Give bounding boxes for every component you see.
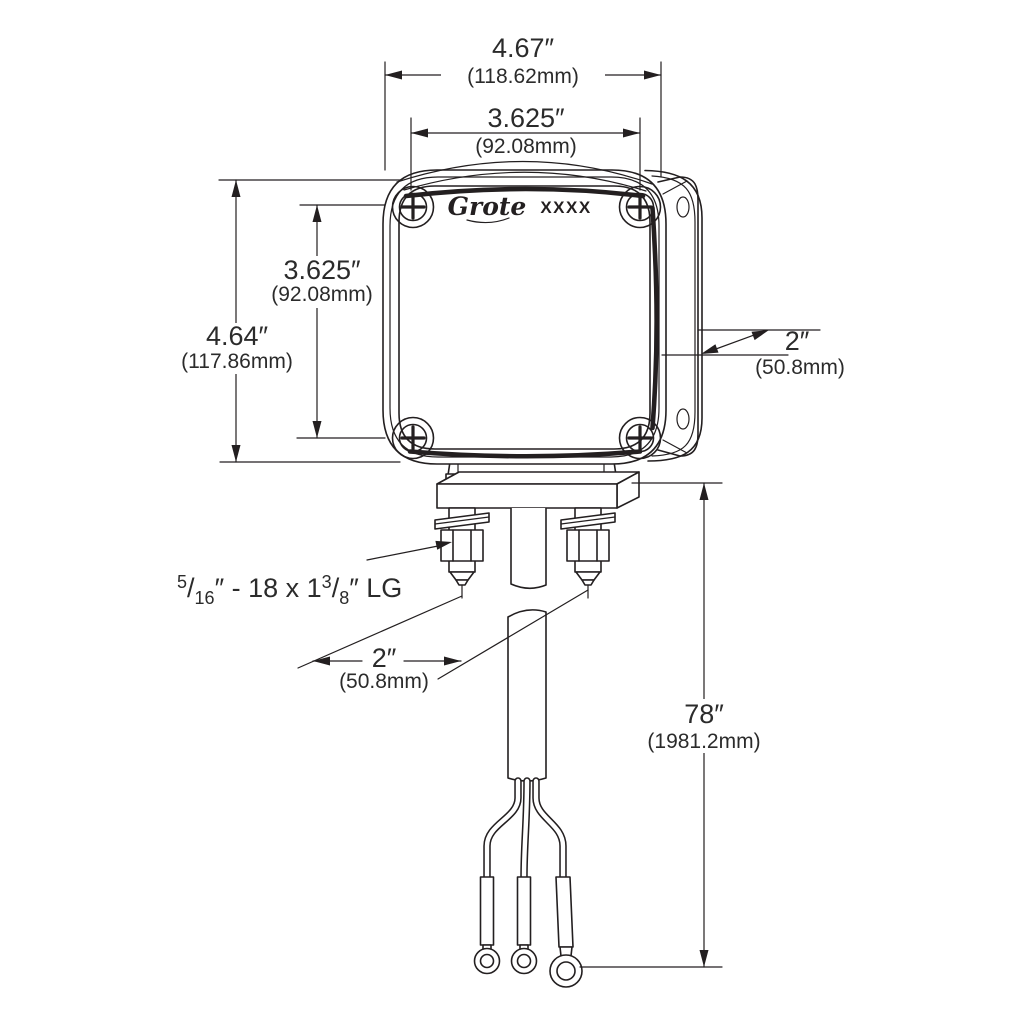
base-plate-front (436, 483, 618, 509)
dim-depth: 2″ (50.8mm) (661, 326, 845, 379)
stud-spec-callout: 5/16″ - 18 x 13/8″ LG (177, 540, 452, 608)
screw-bottom-right-icon (618, 416, 662, 460)
base-plate-top (436, 471, 640, 485)
dim-lead-length-mm: (1981.2mm) (647, 730, 760, 753)
stud-right (560, 507, 616, 599)
lens-top-lip (396, 160, 653, 185)
model-label: XXXX (540, 198, 591, 217)
dim-overall-width-mm: (118.62mm) (467, 65, 579, 88)
dim-mount-width-mm: (92.08mm) (475, 135, 577, 158)
dim-overall-height-mm: (117.86mm) (181, 350, 293, 373)
dim-lead-length-inches: 78″ (684, 699, 724, 729)
hex-nut-right (566, 529, 610, 562)
ring-terminal-right (549, 954, 583, 988)
dim-stud-spacing-mm: (50.8mm) (339, 670, 429, 693)
screw-top-left-icon (391, 185, 435, 229)
lamp-front-lens: Grote XXXX (382, 160, 667, 465)
dim-mount-width-inches: 3.625″ (487, 103, 565, 133)
dim-mount-height: 3.625″ (92.08mm) (266, 204, 386, 439)
dim-overall-width: 4.67″ (118.62mm) (384, 33, 662, 178)
ring-terminal-center (510, 947, 538, 975)
dim-overall-height: 4.64″ (117.86mm) (179, 179, 401, 463)
conduit-lower (507, 609, 547, 782)
stud-left (434, 507, 490, 599)
lamp-back-housing (644, 169, 703, 462)
flange-hole-bottom (676, 408, 690, 430)
sleeve-right (555, 876, 574, 948)
sleeve-left (479, 876, 495, 946)
flange-hole-top (676, 196, 690, 218)
conduit-upper (510, 508, 547, 590)
dim-mount-width: 3.625″ (92.08mm) (410, 103, 641, 191)
dim-depth-inches: 2″ (785, 326, 810, 356)
sleeve-center (516, 876, 532, 946)
screw-bottom-left-icon (391, 416, 435, 460)
mounting-assembly (434, 454, 640, 782)
dim-lead-length: 78″ (1981.2mm) (579, 482, 767, 968)
hex-nut-left (440, 529, 484, 562)
dim-stud-spacing: 2″ (50.8mm) (297, 589, 589, 693)
dim-depth-mm: (50.8mm) (755, 356, 845, 379)
ring-terminal-left (473, 947, 501, 975)
dim-overall-width-inches: 4.67″ (492, 33, 555, 63)
dim-mount-height-inches: 3.625″ (283, 255, 361, 285)
stud-spec-label: 5/16″ - 18 x 13/8″ LG (177, 572, 402, 608)
mounting-flange (657, 176, 699, 457)
dim-mount-height-mm: (92.08mm) (271, 283, 373, 306)
dim-overall-height-inches: 4.64″ (206, 321, 269, 351)
wire-harness (473, 777, 583, 988)
dim-stud-spacing-inches: 2″ (372, 643, 397, 673)
brand-logo: Grote (448, 192, 527, 221)
